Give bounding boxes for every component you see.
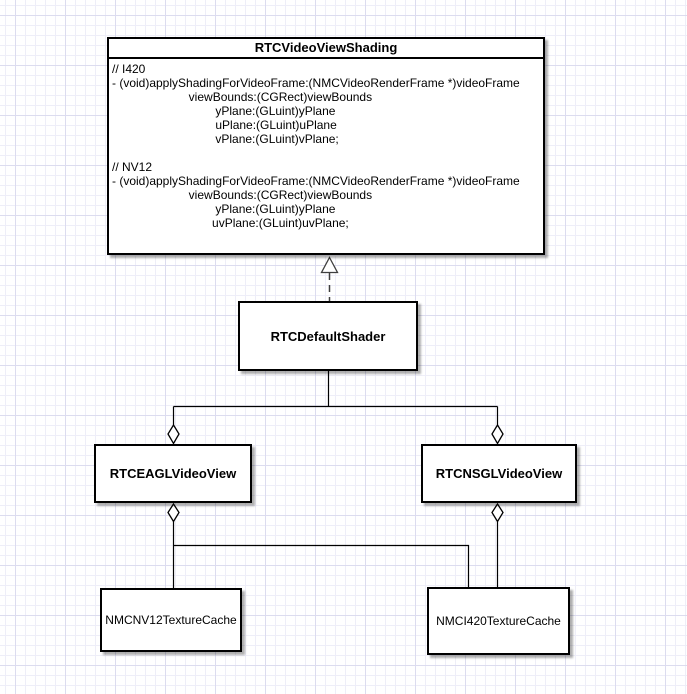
class-node-nmcnv12texturecache[interactable]: NMCNV12TextureCache bbox=[100, 588, 242, 652]
aggregation-diamond-nsgl-bottom-icon bbox=[491, 502, 504, 523]
aggregation-diamond-eagl-bottom-icon bbox=[167, 502, 180, 523]
class-node-rtcdefaultshader[interactable]: RTCDefaultShader bbox=[238, 301, 418, 371]
class-node-rtcvideoviewshading[interactable]: RTCVideoViewShading // I420 - (void)appl… bbox=[107, 37, 545, 255]
class-title: NMCI420TextureCache bbox=[436, 614, 561, 628]
class-node-rtceaglvideoview[interactable]: RTCEAGLVideoView bbox=[94, 444, 252, 503]
shader-to-views-edge[interactable] bbox=[172, 371, 499, 426]
aggregation-diamond-eagl-top-icon bbox=[167, 423, 180, 445]
class-title: RTCEAGLVideoView bbox=[109, 466, 237, 481]
aggregation-diamond-nsgl-top-icon bbox=[491, 423, 504, 445]
class-title: RTCNSGLVideoView bbox=[435, 466, 563, 481]
class-title: RTCDefaultShader bbox=[270, 328, 386, 344]
class-node-nmci420texturecache[interactable]: NMCI420TextureCache bbox=[427, 587, 570, 655]
class-node-rtcnsglvideoview[interactable]: RTCNSGLVideoView bbox=[421, 444, 577, 503]
class-title: NMCNV12TextureCache bbox=[105, 613, 237, 627]
class-title: RTCVideoViewShading bbox=[109, 39, 543, 59]
realization-triangle-arrowhead-icon bbox=[320, 256, 339, 274]
class-methods: // I420 - (void)applyShadingForVideoFram… bbox=[112, 62, 520, 230]
eagl-to-i420cache-edge[interactable] bbox=[173, 544, 470, 588]
